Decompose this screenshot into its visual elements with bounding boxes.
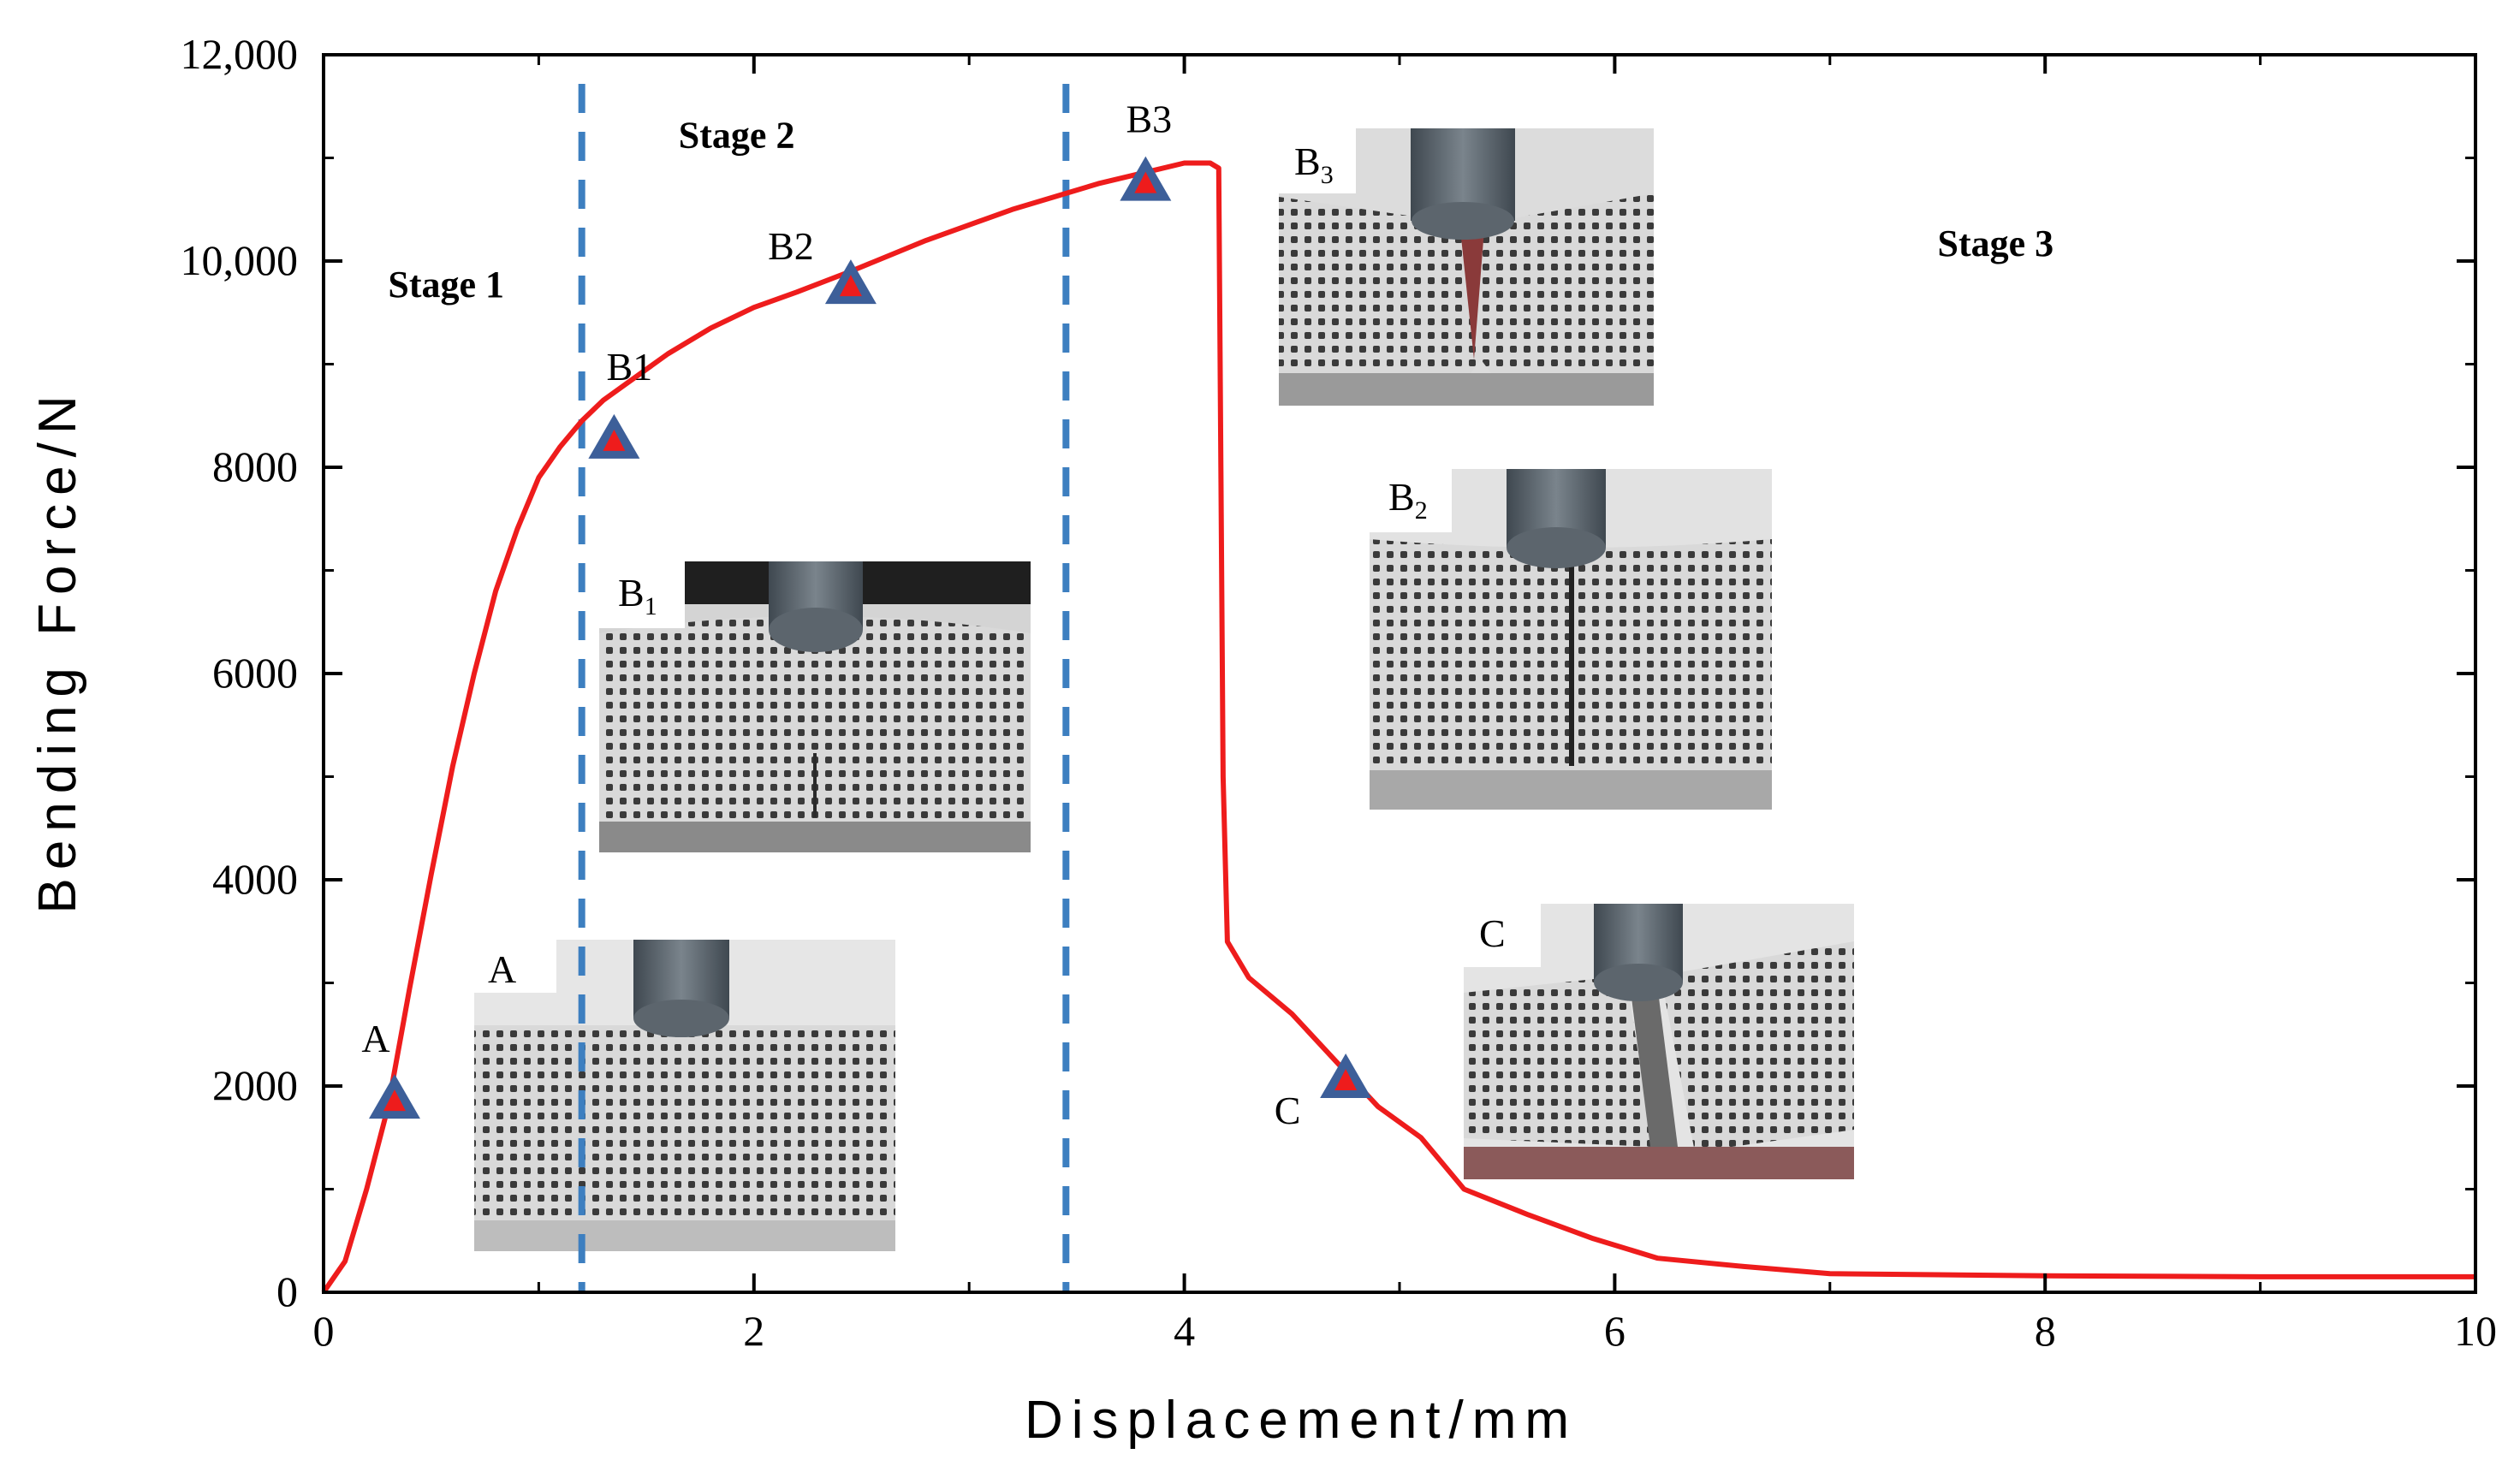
stage-label: Stage 1 <box>388 264 504 306</box>
specimen-photo-b2: B2 <box>1370 469 1772 810</box>
triangle-marker-inner <box>839 275 862 297</box>
y-tick-label: 2000 <box>212 1061 298 1109</box>
y-tick-label: 6000 <box>212 649 298 697</box>
point-markers: A B1 B2 B3C <box>361 98 1372 1132</box>
photo-label-b3: B3 <box>1294 139 1334 189</box>
stage-label: Stage 3 <box>1938 223 2054 264</box>
photo-label-b1: B1 <box>618 571 657 620</box>
x-axis-ticks: 0 2 4 6 8 10 <box>313 55 2497 1355</box>
y-tick-label: 4000 <box>212 855 298 903</box>
x-tick-label: 8 <box>2035 1307 2056 1355</box>
stage-labels: Stage 1 Stage 2 Stage 3 <box>388 114 2053 306</box>
stage-label: Stage 2 <box>679 114 795 156</box>
specimen-photo-a: A <box>474 940 895 1251</box>
y-axis-title: Bending Force/N <box>28 387 87 913</box>
specimen-photo-c: C <box>1464 904 1854 1179</box>
specimen-photo-b1: B1 <box>599 561 1031 852</box>
marker-label: A <box>361 1017 389 1060</box>
x-tick-label: 0 <box>313 1307 335 1355</box>
y-tick-label: 10,000 <box>181 236 299 284</box>
photo-label-a: A <box>488 947 516 991</box>
stage-dividers <box>578 84 1070 1292</box>
triangle-marker-inner <box>1334 1068 1358 1090</box>
specimen-photo-b3: B3 <box>1279 128 1654 406</box>
x-tick-label: 10 <box>2454 1307 2497 1355</box>
triangle-marker-inner <box>1134 171 1157 193</box>
force-displacement-curve <box>321 160 2475 1294</box>
triangle-marker-inner <box>383 1089 406 1112</box>
marker-label: C <box>1275 1089 1301 1132</box>
y-tick-label: 12,000 <box>181 30 299 78</box>
y-axis-ticks: 0 2000 4000 6000 8000 10,000 12,000 <box>181 30 2475 1315</box>
photo-label-c: C <box>1479 911 1506 955</box>
marker-label: B3 <box>1126 98 1173 141</box>
triangle-marker-inner <box>603 429 626 451</box>
x-tick-label: 6 <box>1604 1307 1626 1355</box>
y-tick-label: 8000 <box>212 442 298 490</box>
marker-label: B2 <box>768 224 814 268</box>
photo-label-b2: B2 <box>1388 475 1428 525</box>
x-tick-label: 4 <box>1174 1307 1195 1355</box>
marker-label: B1 <box>607 345 653 389</box>
y-tick-label: 0 <box>276 1267 298 1315</box>
x-axis-title: Displacement/mm <box>1025 1391 1578 1450</box>
x-tick-label: 2 <box>743 1307 764 1355</box>
